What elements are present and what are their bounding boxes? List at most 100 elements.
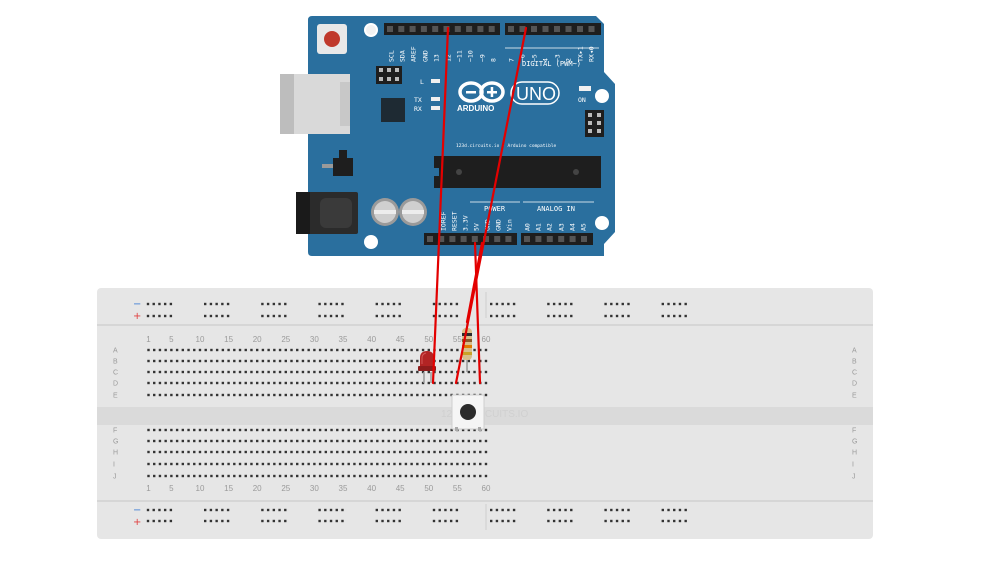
rail-hole[interactable] <box>684 508 687 512</box>
rail-hole[interactable] <box>387 314 390 318</box>
breadboard-hole[interactable] <box>267 450 270 454</box>
breadboard-hole[interactable] <box>164 462 167 466</box>
breadboard-hole[interactable] <box>421 370 425 374</box>
breadboard-hole[interactable] <box>376 428 379 432</box>
rail-hole[interactable] <box>381 314 384 318</box>
breadboard-hole[interactable] <box>147 359 150 363</box>
breadboard-hole[interactable] <box>233 348 236 352</box>
breadboard-hole[interactable] <box>421 428 425 432</box>
breadboard-hole[interactable] <box>255 474 259 478</box>
breadboard-hole[interactable] <box>347 462 350 466</box>
breadboard-hole[interactable] <box>164 359 167 363</box>
breadboard-hole[interactable] <box>175 393 179 397</box>
breadboard-hole[interactable] <box>444 359 448 363</box>
breadboard-hole[interactable] <box>456 474 459 478</box>
breadboard-hole[interactable] <box>450 348 453 352</box>
breadboard-hole[interactable] <box>261 381 265 385</box>
breadboard-hole[interactable] <box>353 381 356 385</box>
breadboard-hole[interactable] <box>473 359 476 363</box>
rail-hole[interactable] <box>455 519 459 523</box>
breadboard-hole[interactable] <box>255 370 259 374</box>
breadboard-hole[interactable] <box>404 428 408 432</box>
breadboard-hole[interactable] <box>164 393 167 397</box>
breadboard-hole[interactable] <box>421 348 425 352</box>
breadboard-hole[interactable] <box>313 474 316 478</box>
breadboard-hole[interactable] <box>376 381 379 385</box>
breadboard-hole[interactable] <box>278 462 282 466</box>
breadboard-hole[interactable] <box>439 428 442 432</box>
breadboard-hole[interactable] <box>250 428 253 432</box>
rail-hole[interactable] <box>204 519 207 523</box>
breadboard-hole[interactable] <box>473 439 476 443</box>
header-pin[interactable] <box>438 236 445 242</box>
rail-hole[interactable] <box>673 302 676 306</box>
breadboard-hole[interactable] <box>347 381 350 385</box>
rail-hole[interactable] <box>432 302 436 306</box>
breadboard-hole[interactable] <box>358 393 362 397</box>
breadboard-hole[interactable] <box>187 381 190 385</box>
breadboard-hole[interactable] <box>393 450 396 454</box>
rail-hole[interactable] <box>152 302 155 306</box>
breadboard-hole[interactable] <box>233 439 236 443</box>
breadboard-hole[interactable] <box>473 370 476 374</box>
breadboard-hole[interactable] <box>358 381 362 385</box>
breadboard-hole[interactable] <box>358 474 362 478</box>
rail-hole[interactable] <box>512 519 516 523</box>
rail-hole[interactable] <box>204 302 207 306</box>
breadboard-hole[interactable] <box>290 462 293 466</box>
breadboard-hole[interactable] <box>250 474 253 478</box>
breadboard-hole[interactable] <box>307 370 310 374</box>
breadboard-hole[interactable] <box>244 370 247 374</box>
breadboard-hole[interactable] <box>439 474 442 478</box>
header-pin[interactable] <box>420 26 427 32</box>
digital-header-pins[interactable] <box>387 26 595 32</box>
rail-hole[interactable] <box>341 508 344 512</box>
breadboard-hole[interactable] <box>358 348 362 352</box>
breadboard-hole[interactable] <box>164 474 167 478</box>
rail-hole[interactable] <box>169 314 173 318</box>
breadboard-hole[interactable] <box>404 359 408 363</box>
rail-hole[interactable] <box>204 508 207 512</box>
breadboard-hole[interactable] <box>358 359 362 363</box>
breadboard-hole[interactable] <box>479 348 482 352</box>
breadboard-hole[interactable] <box>153 381 156 385</box>
breadboard-hole[interactable] <box>261 439 265 443</box>
breadboard-hole[interactable] <box>427 462 430 466</box>
rail-hole[interactable] <box>261 508 264 512</box>
rail-hole[interactable] <box>615 519 619 523</box>
breadboard-hole[interactable] <box>210 439 213 443</box>
breadboard-hole[interactable] <box>181 428 185 432</box>
breadboard-hole[interactable] <box>324 439 328 443</box>
header-pin[interactable] <box>488 26 495 32</box>
breadboard-hole[interactable] <box>364 370 368 374</box>
rail-hole[interactable] <box>329 519 333 523</box>
breadboard-hole[interactable] <box>301 450 305 454</box>
breadboard-hole[interactable] <box>341 474 345 478</box>
breadboard-hole[interactable] <box>467 370 471 374</box>
breadboard-hole[interactable] <box>301 370 305 374</box>
rail-hole[interactable] <box>204 314 207 318</box>
breadboard-hole[interactable] <box>307 381 310 385</box>
rail-hole[interactable] <box>278 314 281 318</box>
rail-hole[interactable] <box>169 302 173 306</box>
breadboard-hole[interactable] <box>336 428 339 432</box>
breadboard-hole[interactable] <box>147 428 150 432</box>
rail-hole[interactable] <box>667 302 670 306</box>
breadboard-hole[interactable] <box>421 381 425 385</box>
breadboard-hole[interactable] <box>227 359 230 363</box>
rail-hole[interactable] <box>438 519 441 523</box>
breadboard-hole[interactable] <box>364 393 368 397</box>
breadboard-hole[interactable] <box>181 450 185 454</box>
breadboard-hole[interactable] <box>244 474 247 478</box>
rail-hole[interactable] <box>398 314 401 318</box>
breadboard-hole[interactable] <box>255 450 259 454</box>
breadboard-hole[interactable] <box>175 450 179 454</box>
rail-hole[interactable] <box>507 519 510 523</box>
breadboard-hole[interactable] <box>290 450 293 454</box>
header-pin[interactable] <box>477 26 484 32</box>
rail-hole[interactable] <box>341 302 344 306</box>
rail-hole[interactable] <box>444 302 447 306</box>
breadboard-hole[interactable] <box>336 439 339 443</box>
breadboard-hole[interactable] <box>244 439 247 443</box>
breadboard-hole[interactable] <box>278 450 282 454</box>
